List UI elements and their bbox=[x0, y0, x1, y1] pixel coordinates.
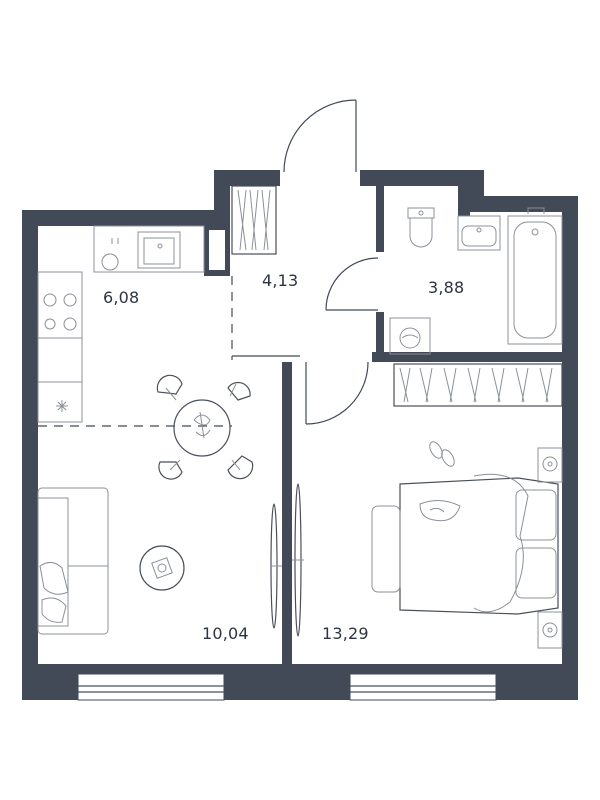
bench bbox=[371, 505, 401, 593]
hall-wardrobe bbox=[231, 185, 277, 255]
hall-area-label: 4,13 bbox=[262, 271, 298, 290]
bathroom-door bbox=[325, 257, 379, 311]
kitchen-units bbox=[37, 225, 205, 423]
sofa bbox=[37, 487, 109, 635]
coffee-table bbox=[139, 545, 185, 591]
bedroom-wardrobe bbox=[393, 363, 563, 407]
bed bbox=[399, 473, 559, 615]
living-area-label: 10,04 bbox=[202, 624, 249, 643]
slippers bbox=[429, 441, 455, 467]
tv-panel-living bbox=[270, 503, 282, 629]
bedroom-door bbox=[305, 361, 369, 425]
bathroom-fixtures bbox=[389, 207, 563, 355]
bedroom-area-label: 13,29 bbox=[322, 624, 369, 643]
windows bbox=[77, 673, 497, 701]
nightstands bbox=[537, 447, 563, 649]
bathroom-area-label: 3,88 bbox=[428, 278, 464, 297]
tv-panel-bedroom bbox=[292, 483, 304, 637]
dining-table bbox=[156, 374, 254, 480]
zone-lines bbox=[38, 276, 300, 427]
entrance-door bbox=[283, 99, 357, 173]
kitchen-area-label: 6,08 bbox=[103, 288, 139, 307]
